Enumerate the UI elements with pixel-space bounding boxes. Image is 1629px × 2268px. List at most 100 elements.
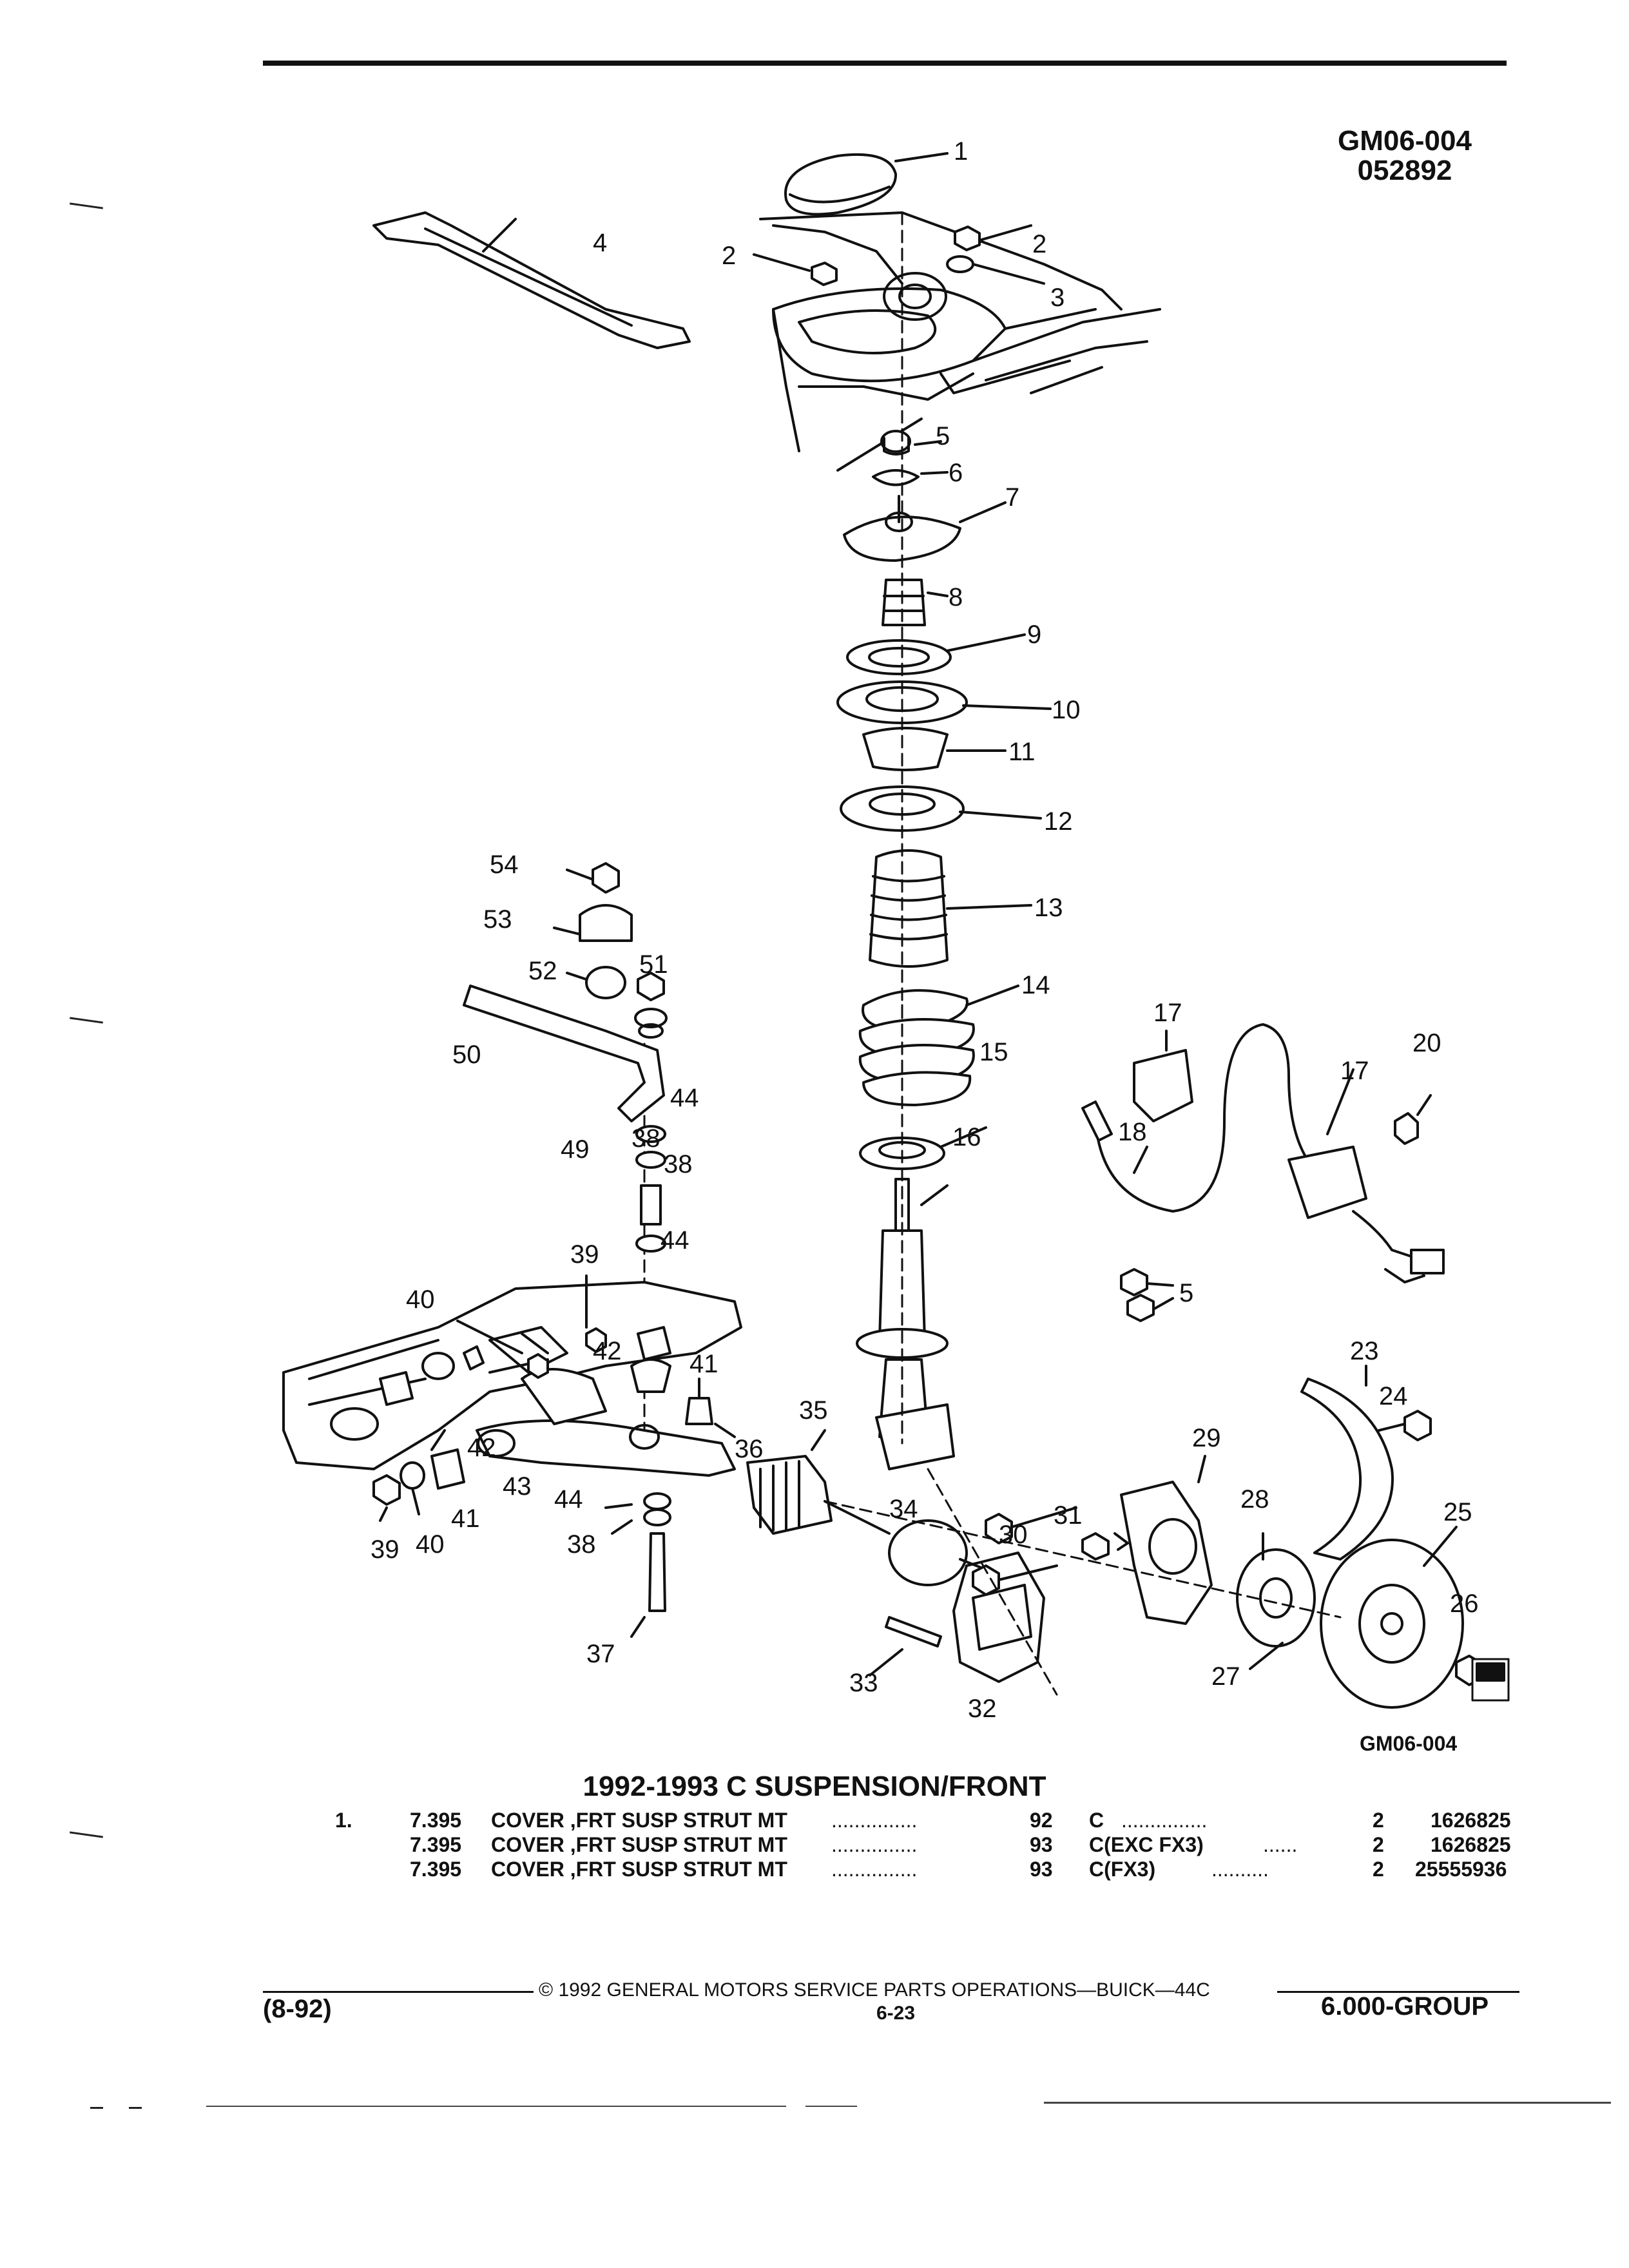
callout-label: 20 xyxy=(1412,1029,1441,1057)
group-code: 7.395 xyxy=(410,1809,462,1832)
callout-label: 2 xyxy=(722,242,736,270)
callout-label: 1 xyxy=(954,137,968,166)
part-number: 1626825 xyxy=(1431,1809,1511,1832)
ball-joint-part xyxy=(685,1378,736,1438)
callout-label: 28 xyxy=(1240,1485,1269,1514)
bushing-bolt-part xyxy=(372,1274,671,1522)
section-title: 1992-1993 C SUSPENSION/FRONT xyxy=(583,1771,1046,1802)
document-code: GM06-004 xyxy=(1338,125,1472,157)
scan-mark xyxy=(70,202,103,209)
part-number: 1626825 xyxy=(1431,1833,1511,1856)
callout-labels: 1 2 2 3 4 5 6 7 8 9 10 11 12 13 14 15 16… xyxy=(371,137,1479,1723)
model-code: C xyxy=(1089,1809,1104,1832)
callout-label: 16 xyxy=(952,1123,981,1151)
callout-label: 11 xyxy=(1008,738,1036,766)
model-year: 92 xyxy=(1030,1809,1053,1832)
page-number: 6-23 xyxy=(876,2003,916,2024)
model-code: C(EXC FX3) xyxy=(1089,1833,1204,1856)
callout-label: 34 xyxy=(889,1495,918,1523)
callout-label: 3 xyxy=(1050,284,1065,312)
callout-label: 5 xyxy=(936,422,950,450)
callout-label: 4 xyxy=(593,229,607,257)
callout-label: 25 xyxy=(1443,1498,1472,1526)
callout-label: 44 xyxy=(660,1226,689,1254)
callout-label: 39 xyxy=(371,1535,400,1564)
cotter-pin-part xyxy=(1081,1532,1129,1561)
nut-part xyxy=(753,224,1045,286)
scan-mark xyxy=(70,1017,103,1024)
callout-label: 40 xyxy=(406,1285,435,1314)
callout-label: 42 xyxy=(467,1434,496,1462)
footer-rule-right xyxy=(1277,1991,1519,1993)
callout-label: 29 xyxy=(1192,1424,1221,1452)
brake-hose-part xyxy=(1081,1023,1445,1283)
callout-label: 24 xyxy=(1379,1382,1408,1410)
model-year: 93 xyxy=(1030,1833,1053,1856)
quantity: 2 xyxy=(1373,1858,1384,1881)
stabilizer-bar-part xyxy=(463,985,665,1122)
knuckle-nut-part xyxy=(1120,1268,1174,1322)
coil-spring-part xyxy=(858,985,1019,1106)
quantity: 2 xyxy=(1373,1833,1384,1856)
jounce-bumper-part xyxy=(882,579,949,626)
callout-label: 9 xyxy=(1027,620,1041,649)
quantity: 2 xyxy=(1373,1809,1384,1832)
callout-label: 39 xyxy=(570,1240,599,1269)
group-label: 6.000-GROUP xyxy=(1321,1992,1489,2021)
copyright-text: © 1992 GENERAL MOTORS SERVICE PARTS OPER… xyxy=(539,1979,1210,2001)
callout-label: 5 xyxy=(1179,1279,1193,1307)
model-year: 93 xyxy=(1030,1858,1053,1881)
callout-label: 50 xyxy=(452,1041,481,1069)
callout-label: 26 xyxy=(1450,1590,1479,1618)
stabilizer-link-part xyxy=(553,862,668,1253)
group-code: 7.395 xyxy=(410,1833,462,1856)
callout-label: 40 xyxy=(416,1530,445,1559)
callout-label: 35 xyxy=(799,1396,828,1425)
part-description: COVER ,FRT SUSP STRUT MT xyxy=(491,1858,787,1881)
callout-label: 32 xyxy=(968,1695,997,1723)
callout-label: 49 xyxy=(561,1135,590,1164)
diagram-caption-code: GM06-004 xyxy=(1360,1732,1458,1755)
callout-label: 23 xyxy=(1350,1337,1379,1365)
header-code: GM06-004 052892 xyxy=(1327,126,1482,186)
callout-label: 44 xyxy=(554,1485,583,1514)
gm-spo-logo xyxy=(1471,1658,1510,1702)
bottom-rule xyxy=(805,2106,857,2107)
leader-dots: ............... xyxy=(831,1858,918,1881)
parts-row: 7.395 COVER ,FRT SUSP STRUT MT .........… xyxy=(0,1857,1629,1881)
leader-dots: .......... xyxy=(1211,1858,1269,1881)
strut-tower-body xyxy=(759,211,1161,472)
callout-label: 14 xyxy=(1021,971,1050,999)
parts-row: 7.395 COVER ,FRT SUSP STRUT MT .........… xyxy=(0,1832,1629,1857)
callout-label: 31 xyxy=(1054,1501,1083,1530)
footer-rule-left xyxy=(263,1991,534,1993)
lower-control-arm-part xyxy=(476,1358,736,1477)
callout-label: 37 xyxy=(586,1640,615,1668)
callout-label: 53 xyxy=(483,905,512,934)
drive-axle-part xyxy=(746,1429,1077,1596)
leader-dots: ............... xyxy=(1121,1809,1208,1832)
bottom-rule xyxy=(1044,2102,1611,2104)
strut-assembly-part xyxy=(856,1178,955,1470)
leader-dots: ...... xyxy=(1263,1833,1298,1856)
part-description: COVER ,FRT SUSP STRUT MT xyxy=(491,1833,787,1856)
scan-mark xyxy=(129,2107,142,2109)
callout-label: 17 xyxy=(1153,999,1182,1027)
part-description: COVER ,FRT SUSP STRUT MT xyxy=(491,1809,787,1832)
callout-label: 8 xyxy=(949,583,963,611)
date-code: 052892 xyxy=(1357,155,1452,186)
callout-label: 18 xyxy=(1118,1118,1147,1146)
group-code: 7.395 xyxy=(410,1858,462,1881)
callout-label: 7 xyxy=(1005,483,1019,512)
strut-cover-part xyxy=(784,152,949,216)
leader-dots: ............... xyxy=(831,1833,918,1856)
callout-label: 51 xyxy=(639,950,668,979)
callout-label: 41 xyxy=(451,1504,480,1533)
parts-row: 1. 7.395 COVER ,FRT SUSP STRUT MT ......… xyxy=(0,1808,1629,1832)
scan-mark xyxy=(90,2107,103,2109)
brake-rotor-part xyxy=(1236,1526,1483,1709)
callout-label: 44 xyxy=(670,1084,699,1112)
callout-label: 38 xyxy=(631,1124,660,1153)
lower-link-hardware-part xyxy=(604,1492,671,1638)
callout-label: 54 xyxy=(490,850,519,879)
